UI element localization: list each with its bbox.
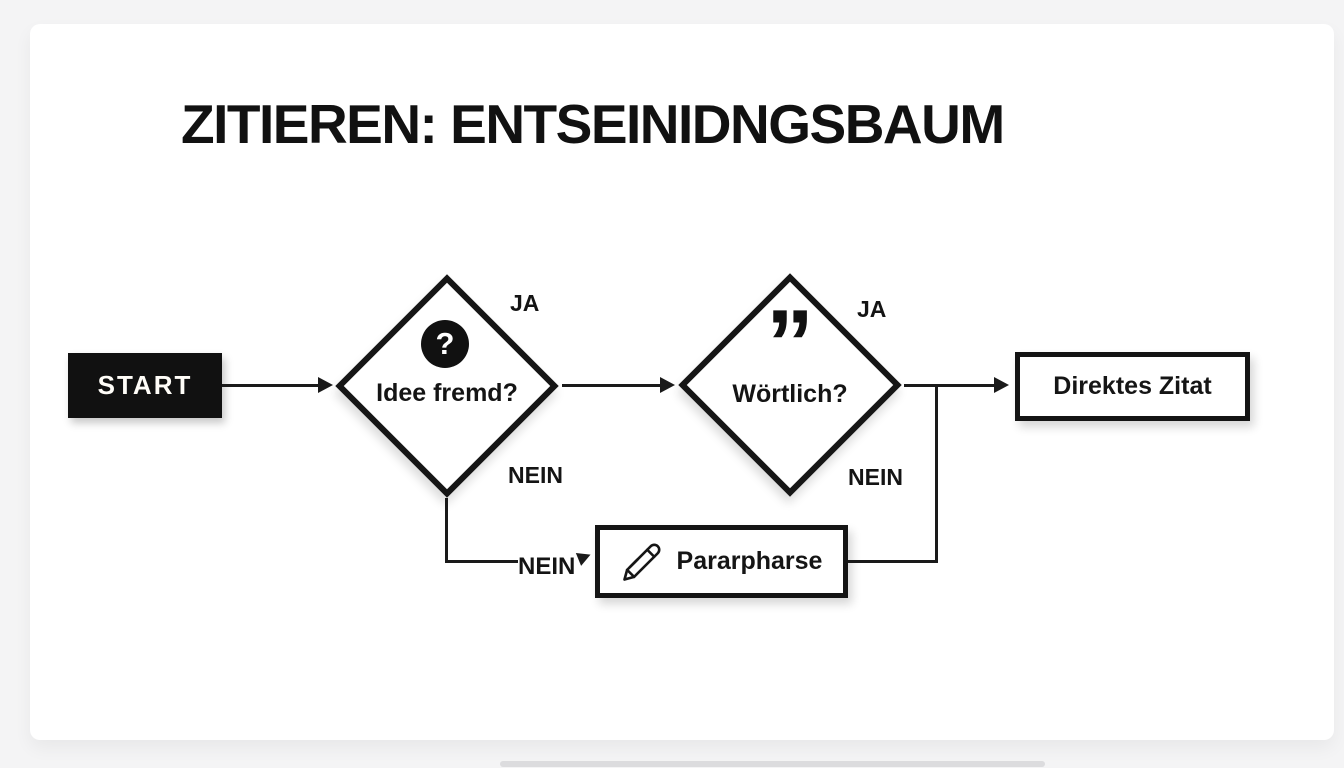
quote-icon: ” [766, 290, 814, 397]
decision2-label: Wörtlich? [732, 380, 848, 408]
page-title: ZITIEREN: ENTSEINIDNGSBAUM [181, 93, 1005, 155]
connector-paraphrase-right [848, 560, 938, 563]
arrowhead-icon [660, 377, 675, 393]
question-mark-glyph: ? [435, 326, 455, 361]
decision1-label: Idee fremd? [376, 379, 518, 407]
no-branch-label: NEIN [518, 553, 576, 580]
decision2-yes-label: JA [857, 296, 887, 322]
bottom-divider [500, 761, 1045, 767]
start-node: START [68, 353, 222, 418]
start-node-label: START [97, 370, 193, 400]
arrowhead-icon [994, 377, 1009, 393]
arrowhead-icon [318, 377, 333, 393]
connector-junction-vertical [935, 386, 938, 563]
decision1-no-label: NEIN [508, 462, 563, 488]
question-mark-icon: ? [421, 320, 469, 368]
decision1-yes-label: JA [510, 290, 540, 316]
connector-start-to-decision1 [222, 384, 322, 387]
connector-decision2-to-direct-quote [904, 384, 998, 387]
connector-decision1-no-branch [445, 560, 518, 563]
connector-decision1-to-decision2 [562, 384, 664, 387]
direct-quote-label: Direktes Zitat [1053, 372, 1212, 400]
connector-decision1-down [445, 498, 448, 563]
direct-quote-node: Direktes Zitat [1015, 352, 1250, 421]
decision2-no-label: NEIN [848, 464, 903, 490]
paraphrase-label: Pararpharse [676, 547, 823, 575]
pencil-icon [622, 543, 661, 581]
paraphrase-node: Pararpharse [595, 525, 848, 598]
